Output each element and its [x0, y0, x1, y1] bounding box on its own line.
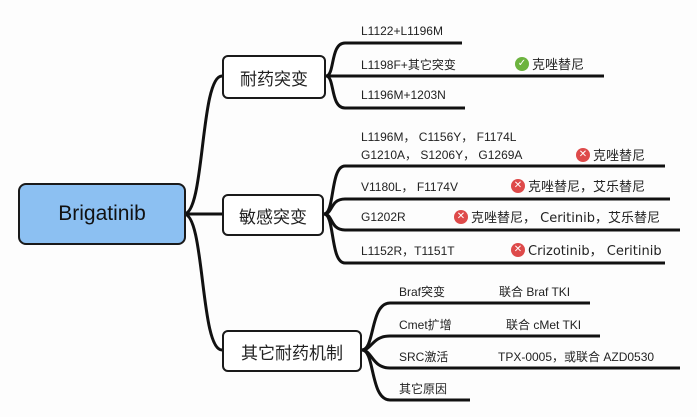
- leaf-result: ✓克唑替尼: [515, 54, 584, 73]
- root-node[interactable]: Brigatinib: [18, 183, 186, 245]
- x-icon: ✕: [511, 178, 525, 193]
- branch-other-mechanisms[interactable]: 其它耐药机制: [222, 330, 362, 372]
- branch-resistance-mutations[interactable]: 耐药突变: [222, 55, 326, 99]
- x-icon: ✕: [511, 242, 525, 257]
- leaf-result: 联合 cMet TKI: [506, 318, 582, 332]
- check-icon: ✓: [515, 56, 529, 71]
- leaf-result: TPX-0005，或联合 AZD0530: [498, 350, 655, 364]
- leaf-result: ✕克唑替尼，艾乐替尼: [511, 176, 645, 195]
- leaf-text: L1196M+1203N: [361, 88, 446, 102]
- leaf-text: SRC激活: [399, 350, 449, 364]
- leaf-text: Cmet扩增: [399, 318, 452, 332]
- leaf-result: ✕克唑替尼: [576, 145, 645, 164]
- leaf-text: L1198F+其它突变: [361, 58, 456, 72]
- branch-sensitive-mutations[interactable]: 敏感突变: [222, 194, 324, 236]
- leaf-result: ✕Crizotinib， Ceritinib: [511, 240, 662, 259]
- leaf-text: G1202R: [361, 210, 406, 224]
- leaf-result: 联合 Braf TKI: [499, 285, 571, 299]
- x-icon: ✕: [576, 147, 590, 162]
- leaf-text: Braf突变: [399, 285, 446, 299]
- leaf-result: ✕克唑替尼， Ceritinib，艾乐替尼: [454, 207, 660, 226]
- leaf-text: G1210A， S1206Y， G1269A: [361, 148, 523, 162]
- leaf-text: L1196M， C1156Y， F1174L: [361, 130, 517, 144]
- leaf-text: 其它原因: [399, 382, 448, 396]
- x-icon: ✕: [454, 209, 468, 224]
- leaf-text: L1152R，T1151T: [361, 244, 455, 258]
- leaf-text: L1122+L1196M: [361, 24, 443, 38]
- leaf-text: V1180L， F1174V: [361, 180, 458, 194]
